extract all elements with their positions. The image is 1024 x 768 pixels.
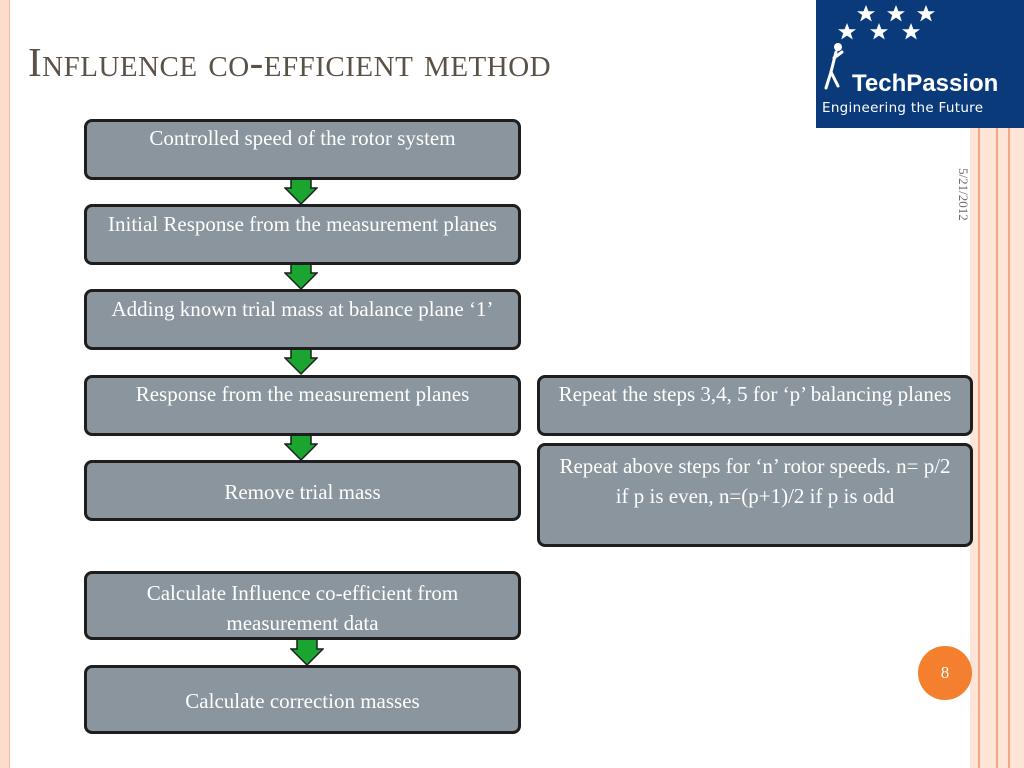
- frame-line: [978, 0, 980, 768]
- flow-arrow-icon: [284, 178, 318, 206]
- flow-step-calculate-influence: Calculate Influence co-efficient from me…: [84, 571, 521, 640]
- star-icon: [887, 5, 905, 22]
- flow-step-add-trial-mass: Adding known trial mass at balance plane…: [84, 289, 521, 350]
- note-repeat-planes: Repeat the steps 3,4, 5 for ‘p’ balancin…: [537, 375, 973, 436]
- star-icon: [870, 23, 888, 40]
- techpassion-logo: [816, 0, 1024, 128]
- frame-line: [996, 0, 998, 768]
- flow-step-correction-masses: Calculate correction masses: [84, 665, 521, 734]
- star-icon-group: [838, 5, 935, 40]
- frame-line: [1008, 0, 1010, 768]
- right-decorative-frame: [970, 0, 1024, 768]
- logo-tagline: Engineering the Future: [822, 100, 984, 116]
- flow-arrow-icon: [284, 348, 318, 376]
- slide-title: Influence co-efficient method: [28, 39, 552, 85]
- page-number-badge: 8: [918, 646, 972, 700]
- flow-step-controlled-speed: Controlled speed of the rotor system: [84, 119, 521, 180]
- left-decorative-stripe: [0, 0, 10, 768]
- star-icon: [917, 5, 935, 22]
- star-icon: [902, 23, 920, 40]
- flow-step-remove-trial-mass: Remove trial mass: [84, 460, 521, 521]
- runner-icon: [824, 43, 844, 90]
- flow-arrow-icon: [290, 639, 324, 667]
- logo-graphic: [824, 5, 935, 90]
- note-repeat-speeds: Repeat above steps for ‘n’ rotor speeds.…: [537, 443, 973, 547]
- star-icon: [838, 23, 856, 40]
- flow-step-response: Response from the measurement planes: [84, 375, 521, 436]
- flow-step-initial-response: Initial Response from the measurement pl…: [84, 204, 521, 265]
- slide-date: 5/21/2012: [956, 168, 971, 221]
- flow-arrow-icon: [284, 434, 318, 462]
- logo-name: TechPassion: [852, 70, 999, 97]
- star-icon: [857, 5, 875, 22]
- flow-arrow-icon: [284, 263, 318, 291]
